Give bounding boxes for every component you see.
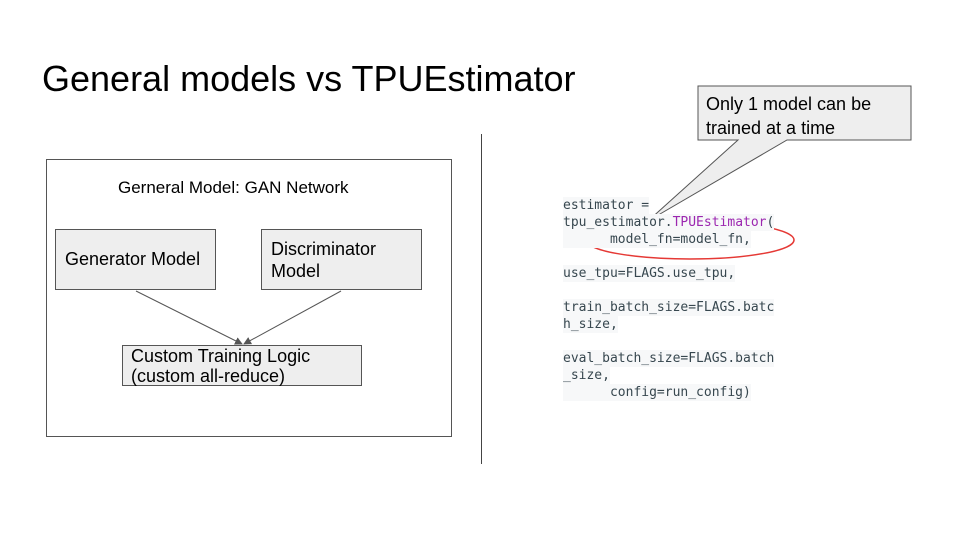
discriminator-to-custom-arrow [243, 290, 342, 345]
code-line: _size, [563, 367, 610, 384]
generator-model-label: Generator Model [65, 249, 201, 269]
generator-model-box: Generator Model [55, 229, 216, 290]
custom-training-line1: Custom Training Logic [131, 346, 311, 366]
custom-training-line2: (custom all-reduce) [131, 366, 286, 386]
discriminator-label-line1: Discriminator [271, 239, 377, 259]
code-blank-line [563, 282, 774, 299]
code-line: model_fn=model_fn, [563, 231, 751, 248]
discriminator-label-line2: Model [271, 261, 321, 281]
callout-bubble [647, 85, 912, 222]
code-line: use_tpu=FLAGS.use_tpu, [563, 265, 736, 282]
code-keyword: TPUEstimator [672, 215, 767, 230]
code-line: h_size, [563, 316, 618, 333]
generator-to-custom-arrow [135, 290, 243, 345]
callout-text: Only 1 model can be trained at a time [706, 92, 906, 140]
callout-line2: trained at a time [706, 118, 836, 138]
discriminator-model-box: Discriminator Model [261, 229, 422, 290]
slide-title: General models vs TPUEstimator [42, 58, 576, 99]
vertical-divider [481, 134, 482, 464]
callout-line1: Only 1 model can be [706, 94, 872, 114]
code-snippet: estimator = tpu_estimator.TPUEstimator( … [563, 197, 775, 401]
code-token: ( [766, 215, 775, 230]
code-blank-line [563, 248, 774, 265]
gan-network-label: Gerneral Model: GAN Network [118, 178, 349, 197]
custom-training-logic-box: Custom Training Logic (custom all-reduce… [122, 345, 362, 386]
code-line: tpu_estimator.TPUEstimator( [563, 214, 775, 231]
code-token: tpu_estimator. [563, 215, 673, 230]
code-blank-line [563, 333, 774, 350]
code-line: estimator = [563, 197, 650, 214]
code-line: train_batch_size=FLAGS.batc [563, 299, 775, 316]
code-line: config=run_config) [563, 384, 751, 401]
code-line: eval_batch_size=FLAGS.batch [563, 350, 775, 367]
gan-network-container [46, 159, 452, 437]
